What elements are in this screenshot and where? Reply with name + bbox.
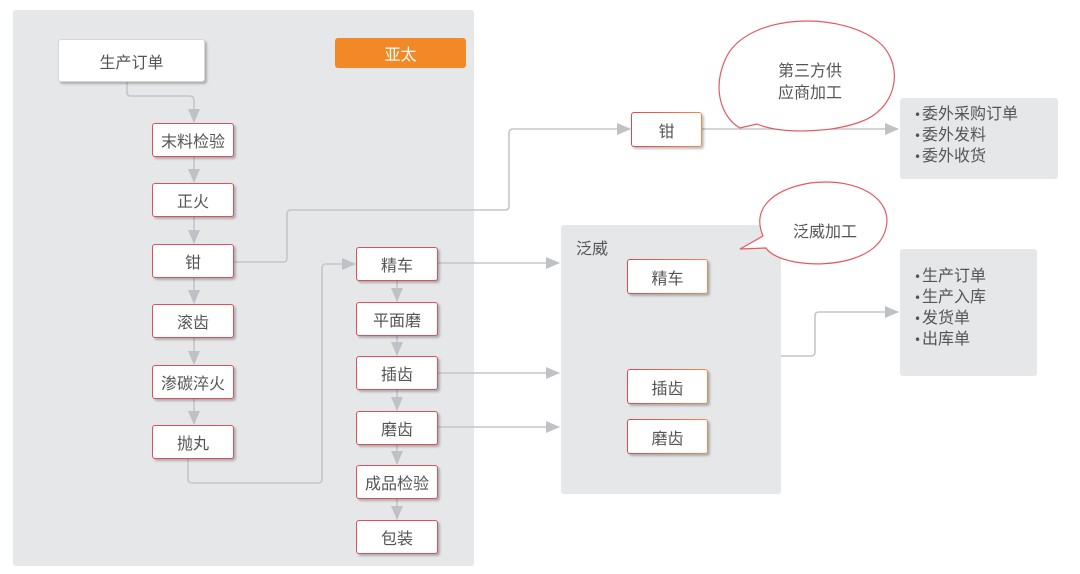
fanwei-doc-item: 生产订单 xyxy=(922,266,1037,287)
node-finish-turning[interactable]: 精车 xyxy=(356,247,438,281)
fanwei-node-gear-grinding[interactable]: 磨齿 xyxy=(627,419,708,454)
asia-pacific-badge: 亚太 xyxy=(335,38,466,68)
outsourcing-doc-item: 委外发料 xyxy=(922,125,1058,146)
supplier-pliers-node[interactable]: 钳 xyxy=(631,112,702,147)
node-gear-grinding[interactable]: 磨齿 xyxy=(356,411,438,445)
third-party-callout-line1: 第三方供 xyxy=(777,61,842,80)
third-party-callout-line2: 应商加工 xyxy=(777,83,842,102)
third-party-callout-text: 第三方供 应商加工 xyxy=(760,60,860,104)
fanwei-docs-list: 生产订单 生产入库 发货单 出库单 xyxy=(900,249,1037,376)
node-material-inspection[interactable]: 末料检验 xyxy=(152,123,234,157)
connector-order-to-inspection xyxy=(126,82,200,123)
node-surface-grinding[interactable]: 平面磨 xyxy=(356,302,438,336)
third-party-callout-bubble xyxy=(718,20,895,132)
connector-shotblast-to-finishing xyxy=(187,258,356,484)
fanwei-callout-text: 泛威加工 xyxy=(792,222,857,241)
node-pliers[interactable]: 钳 xyxy=(152,244,234,278)
outsourcing-docs-list: 委外采购订单 委外发料 委外收货 xyxy=(900,98,1058,179)
fanwei-node-gear-slotting[interactable]: 插齿 xyxy=(627,369,708,404)
node-shot-blasting[interactable]: 抛丸 xyxy=(152,425,234,459)
node-carburizing-quenching[interactable]: 渗碳淬火 xyxy=(152,365,234,399)
connector-pliers-to-supplier xyxy=(234,123,631,263)
fanwei-doc-item: 出库单 xyxy=(922,329,1037,350)
fanwei-region-label: 泛威 xyxy=(576,239,609,258)
fanwei-callout-bubble xyxy=(739,181,888,265)
node-gear-slotting[interactable]: 插齿 xyxy=(356,356,438,390)
outsourcing-doc-item: 委外收货 xyxy=(922,146,1058,167)
fanwei-doc-item: 发货单 xyxy=(922,308,1037,329)
fanwei-doc-item: 生产入库 xyxy=(922,287,1037,308)
node-packaging[interactable]: 包装 xyxy=(356,520,438,554)
node-hobbing[interactable]: 滚齿 xyxy=(152,304,234,338)
production-order-node[interactable]: 生产订单 xyxy=(58,39,205,82)
outsourcing-doc-item: 委外采购订单 xyxy=(922,104,1058,125)
node-normalizing[interactable]: 正火 xyxy=(152,183,234,217)
node-final-inspection[interactable]: 成品检验 xyxy=(356,465,438,499)
connector-fanwei-to-docs xyxy=(781,306,899,357)
fanwei-node-finish-turning[interactable]: 精车 xyxy=(627,259,708,294)
